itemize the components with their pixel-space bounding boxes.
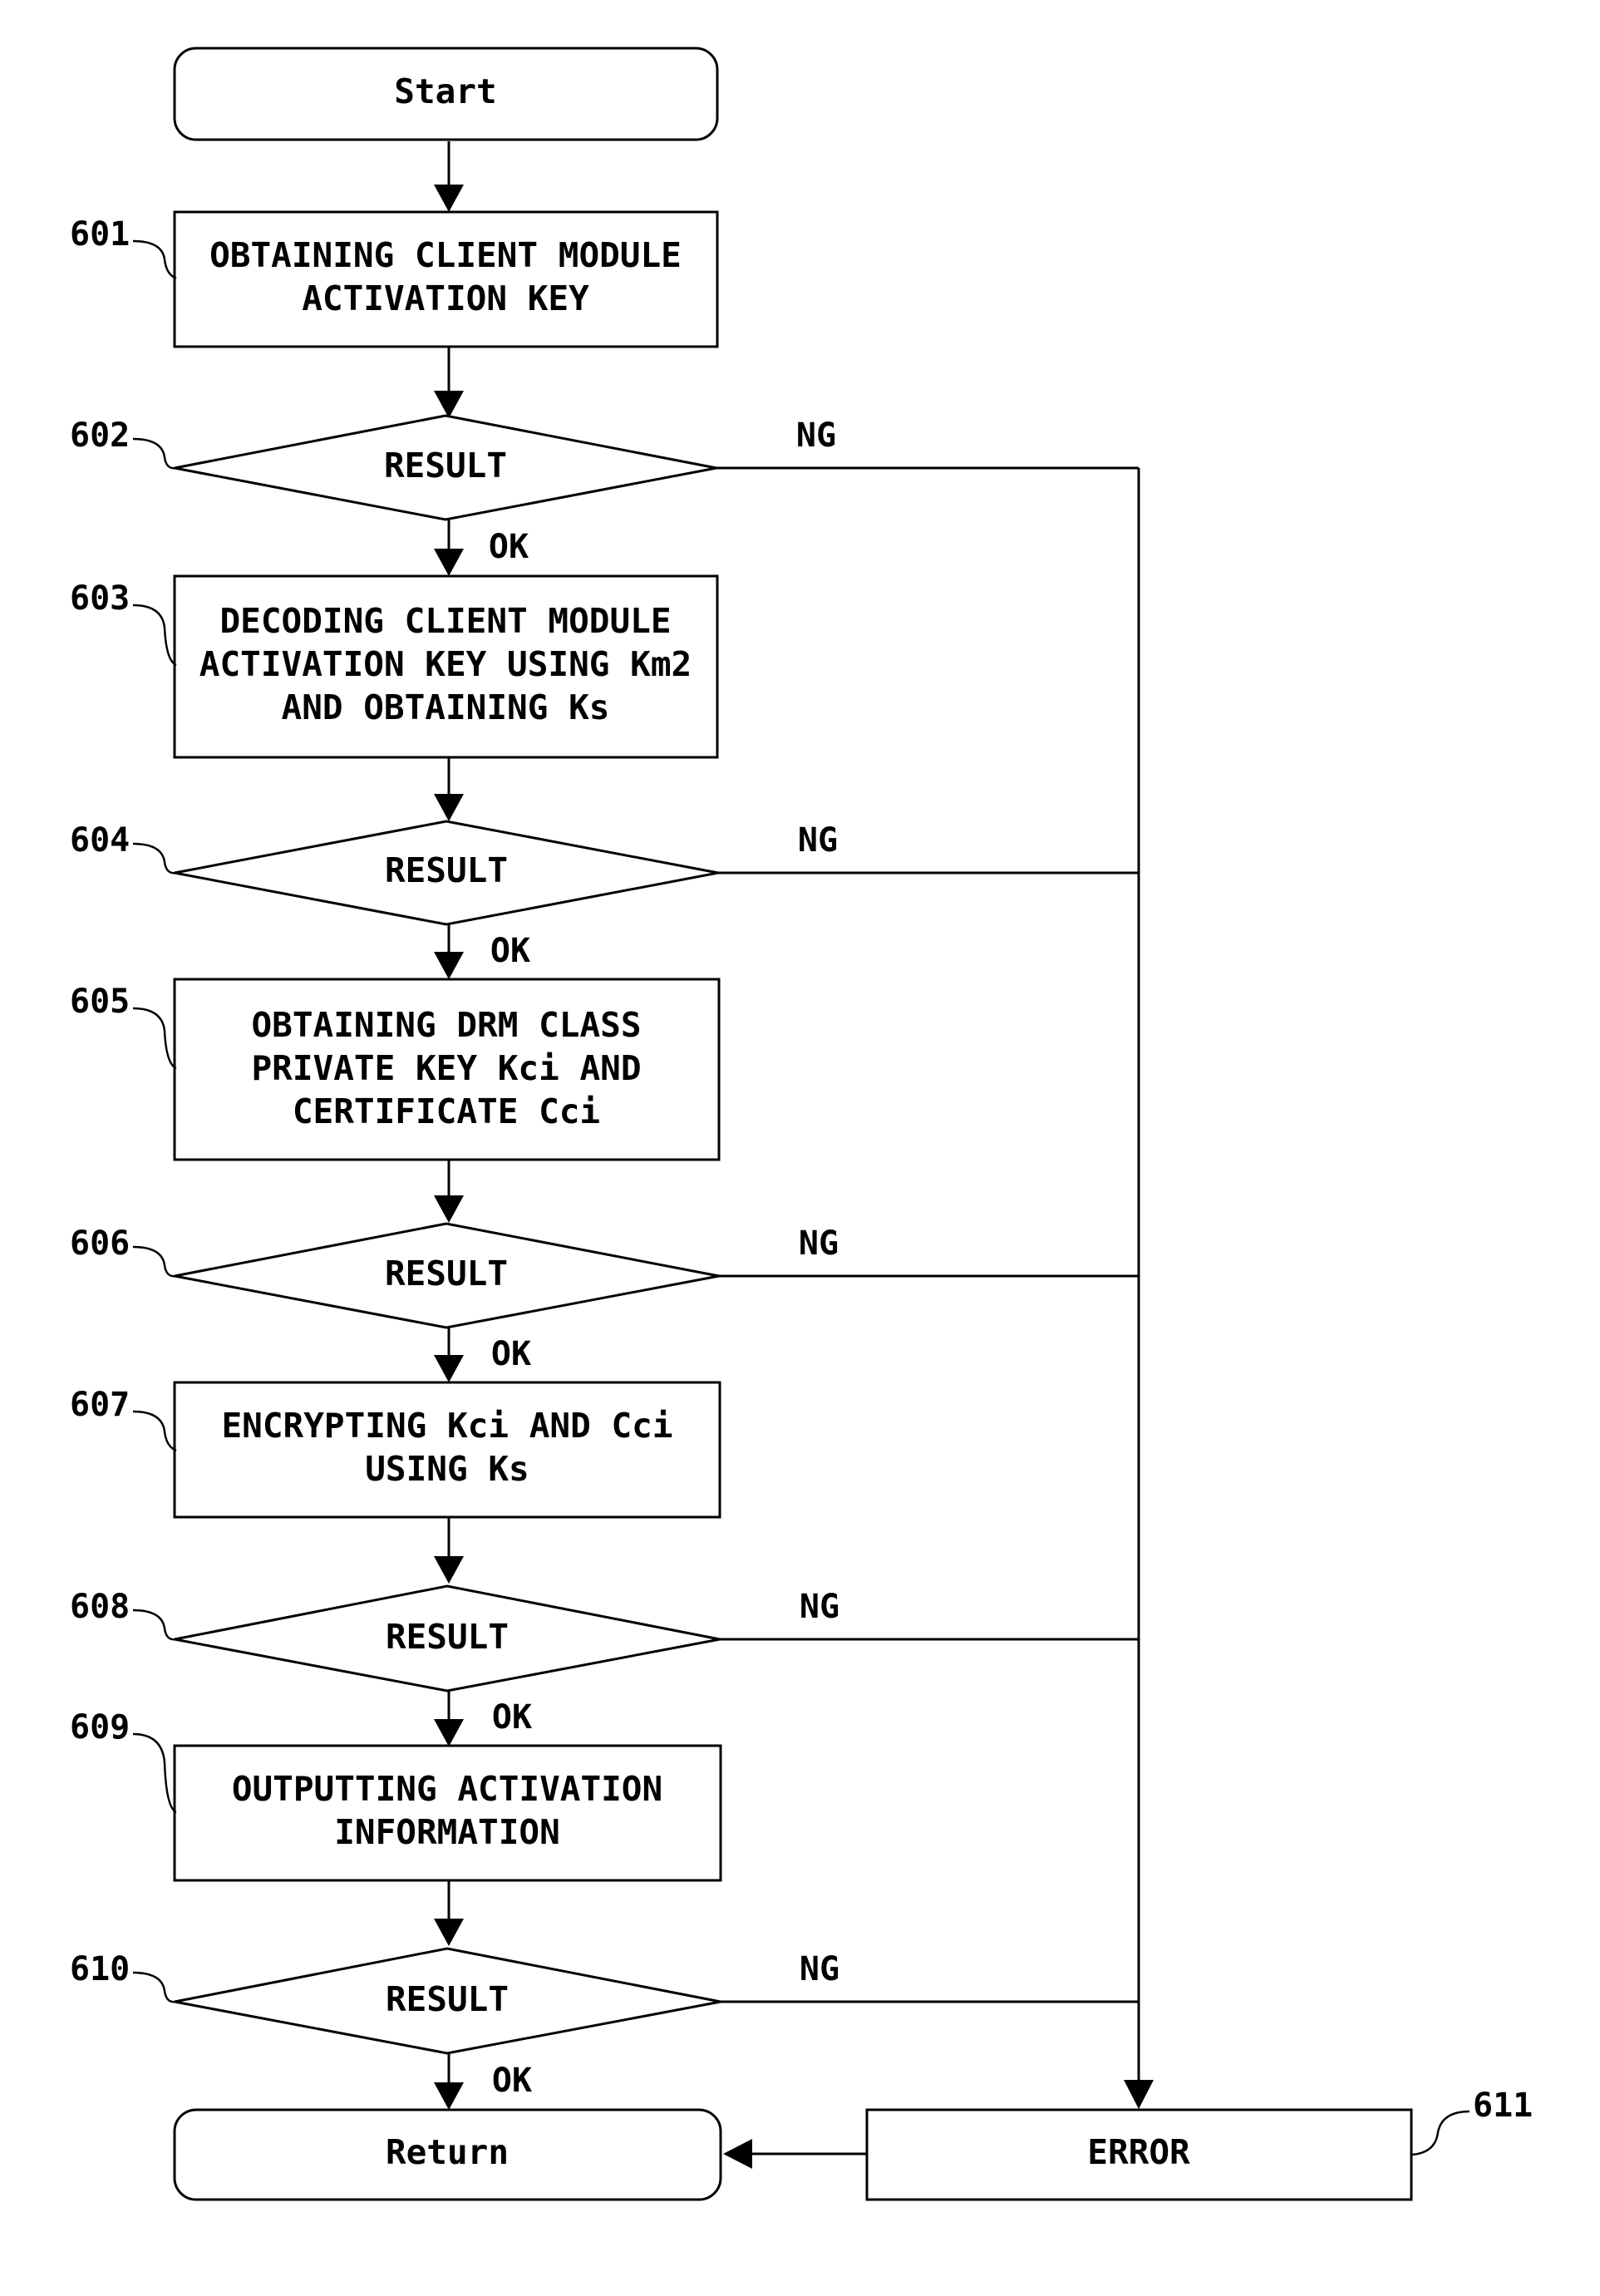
step-603: DECODING CLIENT MODULE ACTIVATION KEY US… — [70, 576, 717, 757]
step-601-line-2: ACTIVATION KEY — [302, 278, 589, 318]
step-603-line-3: AND OBTAINING Ks — [282, 687, 610, 727]
return-terminal: Return — [175, 2110, 721, 2200]
step-605: OBTAINING DRM CLASS PRIVATE KEY Kci AND … — [70, 979, 719, 1160]
ok-label-610: OK — [492, 2062, 532, 2100]
arrow-607-608 — [434, 1556, 464, 1584]
arrow-609-610 — [434, 1919, 464, 1946]
step-607-line-2: USING Ks — [365, 1449, 529, 1489]
leader-606 — [133, 1247, 176, 1276]
decision-610-label: RESULT — [386, 1979, 509, 2019]
step-603-line-2: ACTIVATION KEY USING Km2 — [199, 644, 692, 684]
leader-608 — [133, 1610, 176, 1639]
decision-602-label: RESULT — [384, 446, 507, 485]
arrow-605-606 — [434, 1195, 464, 1223]
step-605-line-1: OBTAINING DRM CLASS — [252, 1005, 642, 1045]
ref-611: 611 — [1473, 2087, 1533, 2125]
ng-label-604: NG — [798, 821, 838, 860]
ref-605: 605 — [70, 983, 130, 1021]
decision-606: RESULT 606 NG OK — [70, 1224, 839, 1373]
step-609: OUTPUTTING ACTIVATION INFORMATION 609 — [70, 1708, 721, 1880]
leader-607 — [133, 1412, 176, 1451]
step-607-line-1: ENCRYPTING Kci AND Cci — [221, 1406, 672, 1446]
step-609-line-2: INFORMATION — [334, 1812, 560, 1852]
arrow-601-602 — [434, 391, 464, 418]
ref-607: 607 — [70, 1386, 130, 1424]
decision-608-label: RESULT — [386, 1617, 509, 1657]
start-terminal: Start — [175, 48, 717, 140]
ref-602: 602 — [70, 416, 130, 455]
arrow-608-609 — [434, 1719, 464, 1747]
decision-604-label: RESULT — [385, 850, 508, 890]
arrow-error-return — [723, 2139, 752, 2169]
decision-602: RESULT 602 NG OK — [70, 416, 836, 566]
ng-label-610: NG — [800, 1950, 839, 1988]
arrow-606-607 — [434, 1355, 464, 1382]
step-609-line-1: OUTPUTTING ACTIVATION — [232, 1769, 662, 1809]
error-box-611: ERROR 611 — [867, 2087, 1533, 2200]
leader-610 — [133, 1973, 176, 2002]
ref-601: 601 — [70, 215, 130, 254]
ref-610: 610 — [70, 1950, 130, 1988]
leader-603 — [133, 605, 176, 665]
ref-609: 609 — [70, 1708, 130, 1747]
step-601: OBTAINING CLIENT MODULE ACTIVATION KEY 6… — [70, 212, 717, 347]
arrow-start-601 — [434, 185, 464, 212]
ng-label-602: NG — [796, 416, 836, 455]
decision-608: RESULT 608 NG OK — [70, 1586, 839, 1737]
decision-604: RESULT 604 NG OK — [70, 821, 838, 970]
step-603-line-1: DECODING CLIENT MODULE — [219, 601, 671, 641]
arrow-603-604 — [434, 794, 464, 821]
step-607: ENCRYPTING Kci AND Cci USING Ks 607 — [70, 1382, 720, 1517]
ref-608: 608 — [70, 1588, 130, 1626]
decision-606-label: RESULT — [385, 1254, 508, 1293]
ref-604: 604 — [70, 821, 130, 860]
arrow-604-605 — [434, 952, 464, 979]
arrow-ng-error — [1124, 2080, 1154, 2109]
ok-label-606: OK — [491, 1335, 531, 1373]
start-label: Start — [394, 71, 496, 111]
ng-label-606: NG — [799, 1224, 839, 1263]
decision-610: RESULT 610 NG OK — [70, 1949, 839, 2100]
step-601-line-1: OBTAINING CLIENT MODULE — [209, 235, 682, 275]
ok-label-602: OK — [489, 528, 529, 566]
step-605-line-2: PRIVATE KEY Kci AND — [252, 1048, 642, 1088]
step-605-line-3: CERTIFICATE Cci — [293, 1091, 600, 1131]
leader-602 — [133, 439, 176, 468]
ok-label-604: OK — [490, 932, 530, 970]
leader-611 — [1411, 2111, 1470, 2155]
leader-604 — [133, 844, 176, 873]
leader-605 — [133, 1008, 176, 1068]
return-label: Return — [386, 2132, 509, 2172]
ref-603: 603 — [70, 579, 130, 618]
ng-label-608: NG — [800, 1588, 839, 1626]
ok-label-608: OK — [492, 1698, 532, 1737]
arrow-602-603 — [434, 549, 464, 576]
ref-606: 606 — [70, 1224, 130, 1263]
arrow-610-return — [434, 2082, 464, 2110]
error-label: ERROR — [1087, 2132, 1190, 2172]
leader-601 — [133, 241, 176, 278]
leader-609 — [133, 1734, 176, 1812]
ng-branch-connectors — [716, 468, 1154, 2169]
